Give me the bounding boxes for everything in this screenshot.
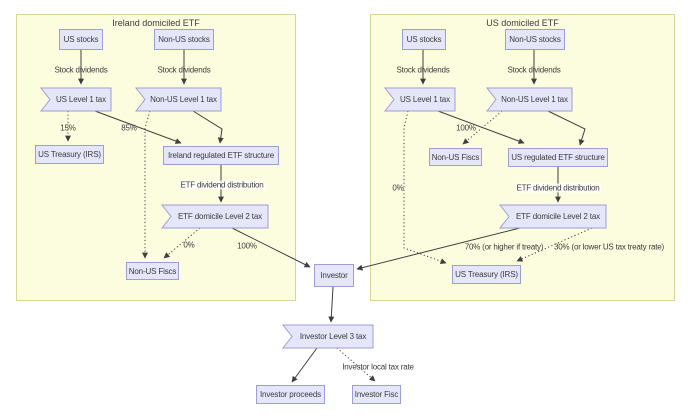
ie-etf-level2-tax-label: ETF domicile Level 2 tax (178, 212, 262, 221)
edge-us-nonusl1-to-struct (547, 110, 586, 146)
investor-local-tax-rate-label: Investor local tax rate (342, 362, 414, 372)
us-panel-title: US domiciled ETF (486, 18, 559, 28)
us-non-us-level1-tax-label: Non-US Level 1 tax (501, 95, 568, 104)
edge-l3-to-proceeds (291, 347, 318, 383)
ie-etf-level2-tax-shape (160, 204, 269, 229)
us-30pct-label: 30% (or lower US tax treaty rate) (554, 242, 664, 252)
investor-level3-tax-label: Investor Level 3 tax (299, 332, 367, 341)
ie-us-level1-tax-label: US Level 1 tax (56, 95, 106, 104)
ie-us-stocks-node: US stocks (59, 29, 103, 50)
ireland-panel-title: Ireland domiciled ETF (112, 18, 200, 28)
edge-ie-100pct-to-investor (231, 227, 311, 268)
us-non-us-fiscs-node: Non-US Fiscs (429, 148, 482, 166)
us-stock-dividends-label-2: Stock dividends (507, 65, 561, 75)
us-0pct-label: 0% (392, 183, 404, 193)
edge-us-70pct-to-investor (356, 227, 521, 271)
ie-0pct-label: 0% (183, 240, 195, 250)
edge-us-0pct-to-treasury (403, 110, 447, 265)
ie-us-level1-tax-shape (39, 87, 112, 112)
us-stock-dividends-label-1: Stock dividends (396, 65, 450, 75)
us-etf-dividend-distribution-label: ETF dividend distribution (515, 183, 601, 193)
edge-investor-to-l3 (328, 286, 335, 323)
investor-proceeds-node: Investor proceeds (256, 385, 325, 404)
us-100pct-label: 100% (456, 123, 476, 133)
edge-ie-85pct-to-struct (94, 110, 182, 144)
us-us-level1-tax-label: US Level 1 tax (400, 95, 450, 104)
investor-level3-tax-shape (281, 324, 374, 349)
us-us-stocks-node: US stocks (402, 29, 446, 50)
ie-non-us-level1-tax-shape (134, 87, 222, 112)
us-treasury-node: US Treasury (IRS) (452, 265, 521, 284)
us-regulated-etf-structure-node: US regulated ETF structure (508, 148, 608, 167)
ie-stock-dividends-label-2: Stock dividends (157, 65, 211, 75)
ie-etf-dividend-distribution-label: ETF dividend distribution (179, 180, 265, 190)
ie-non-us-level1-tax-label: Non-US Level 1 tax (150, 95, 217, 104)
ie-regulated-etf-structure-node: Ireland regulated ETF structure (163, 146, 279, 165)
investor-node: Investor (314, 264, 354, 287)
us-non-us-level1-tax-shape (485, 87, 573, 112)
ie-us-treasury-node: US Treasury (IRS) (35, 145, 104, 164)
ie-stock-dividends-label-1: Stock dividends (54, 65, 108, 75)
edge-us-nonusl1-to-fiscs (462, 110, 503, 145)
ie-100pct-label: 100% (237, 241, 257, 251)
us-etf-level2-tax-label: ETF domicile Level 2 tax (516, 212, 600, 221)
edge-ie-nonusl1-to-struct (192, 110, 224, 144)
us-us-level1-tax-shape (383, 87, 456, 112)
ie-15pct-label: 15% (60, 123, 76, 133)
edge-us-100pct-to-struct (437, 110, 525, 144)
us-etf-level2-tax-shape (498, 204, 607, 229)
us-non-us-stocks-node: Non-US stocks (505, 29, 565, 50)
edge-ie-nonusl1-to-fiscs (142, 110, 151, 259)
edge-l3-to-investor-fisc (336, 347, 376, 382)
edge-ie-0pct-to-fiscs (163, 227, 201, 259)
investor-fisc-node: Investor Fisc (352, 385, 401, 404)
ie-non-us-fiscs-node: Non-US Fiscs (126, 262, 179, 280)
ie-non-us-stocks-node: Non-US stocks (154, 29, 214, 50)
ie-85pct-label: 85% (121, 123, 137, 133)
us-70pct-label: 70% (or higher if treaty) (464, 242, 544, 252)
